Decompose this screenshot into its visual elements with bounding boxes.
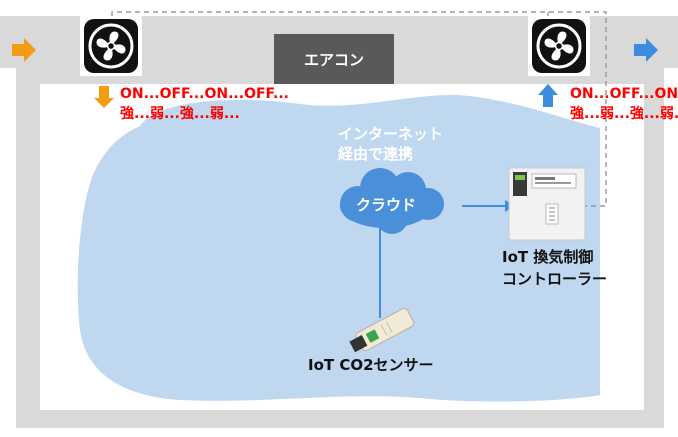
fan-left-status-line2: 強...弱...強...弱... xyxy=(120,106,240,122)
internet-label-line1: インターネット xyxy=(338,125,444,143)
internet-label: インターネット 経由で連携 xyxy=(338,124,443,164)
internet-label-line2: 経由で連携 xyxy=(338,145,414,163)
aircon-unit: エアコン xyxy=(274,34,394,84)
fan-left xyxy=(80,16,142,76)
fan-left-status: ON...OFF...ON...OFF... 強...弱...強...弱... xyxy=(120,84,320,124)
fan-right-status-line1: ON...OFF...ON...OFF... xyxy=(570,86,678,102)
arrow-icon-down xyxy=(94,86,114,108)
fan-right-status: ON...OFF...ON...OFF... 強...弱...強...弱... xyxy=(570,84,678,124)
sensor-label: IoT CO2センサー xyxy=(308,356,434,374)
fan-icon xyxy=(84,19,138,73)
dashed-wiring xyxy=(111,11,607,207)
exhaust-duct xyxy=(590,16,678,68)
intake-duct xyxy=(0,16,80,68)
arrow-icon-exhaust xyxy=(634,38,658,62)
fan-icon xyxy=(532,19,586,73)
fan-right-status-line2: 強...弱...強...弱... xyxy=(570,106,678,122)
controller-label: IoT 換気制御 コントローラー xyxy=(502,246,607,290)
co2-sensor-icon xyxy=(349,307,415,353)
fan-left-status-line1: ON...OFF...ON...OFF... xyxy=(120,86,289,102)
controller-label-line1: IoT 換気制御 xyxy=(502,248,594,266)
arrow-icon-up xyxy=(538,84,558,107)
cloud-label: クラウド xyxy=(355,196,416,214)
controller-label-line2: コントローラー xyxy=(502,270,608,288)
fan-right xyxy=(528,16,590,76)
controller-device-icon xyxy=(508,167,586,241)
cloud-icon xyxy=(340,168,444,234)
arrow-icon-intake xyxy=(12,38,36,62)
network-zone xyxy=(77,94,601,402)
